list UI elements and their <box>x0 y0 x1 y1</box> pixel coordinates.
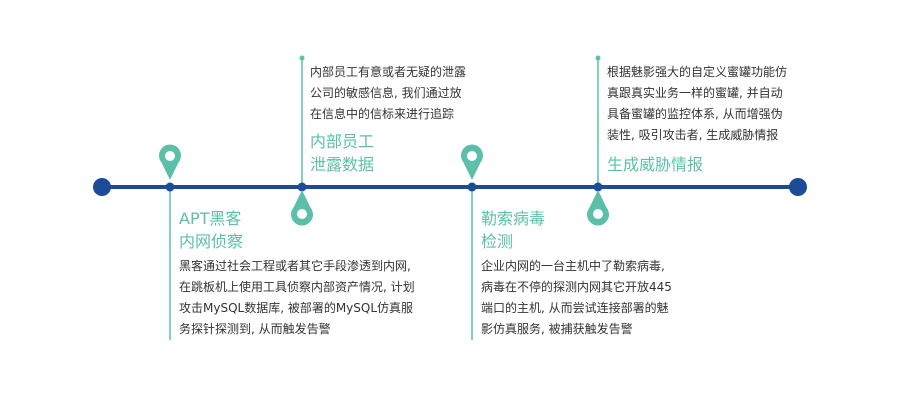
event-desc-insider: 内部员工有意或者无疑的泄露 公司的敏感信息, 我们通过放 在信息中的信标来进行追… <box>310 65 467 121</box>
event-title-apt: APT黑客 内网侦察 <box>179 209 244 251</box>
map-pin-icon <box>291 190 313 226</box>
timeline-node-apt <box>165 182 175 192</box>
map-pin-icon <box>159 144 181 180</box>
timeline-node-insider <box>297 182 307 192</box>
connector-threat-intel-cap <box>595 55 601 61</box>
timeline-start-dot <box>93 178 111 196</box>
event-title-ransomware: 勒索病毒 检测 <box>481 209 546 251</box>
event-title-threat-intel: 生成威胁情报 <box>607 155 704 174</box>
timeline-node-threat-intel <box>593 182 603 192</box>
event-desc-ransomware: 企业内网的一台主机中了勒索病毒, 病毒在不停的探测内网其它开放445 端口的主机… <box>481 259 672 336</box>
timeline-end-dot <box>789 178 807 196</box>
connector-insider-cap <box>299 55 305 61</box>
event-desc-apt: 黑客通过社会工程或者其它手段渗透到内网, 在跳板机上使用工具侦察内部资产情况, … <box>179 259 415 336</box>
map-pin-icon <box>587 190 609 226</box>
event-desc-threat-intel: 根据魅影强大的自定义蜜罐功能仿 真跟真实业务一样的蜜罐, 并自动 具备蜜罐的监控… <box>607 65 788 142</box>
timeline-node-ransomware <box>467 182 477 192</box>
event-title-insider: 内部员工 泄露数据 <box>310 132 375 174</box>
map-pin-icon <box>461 144 483 180</box>
